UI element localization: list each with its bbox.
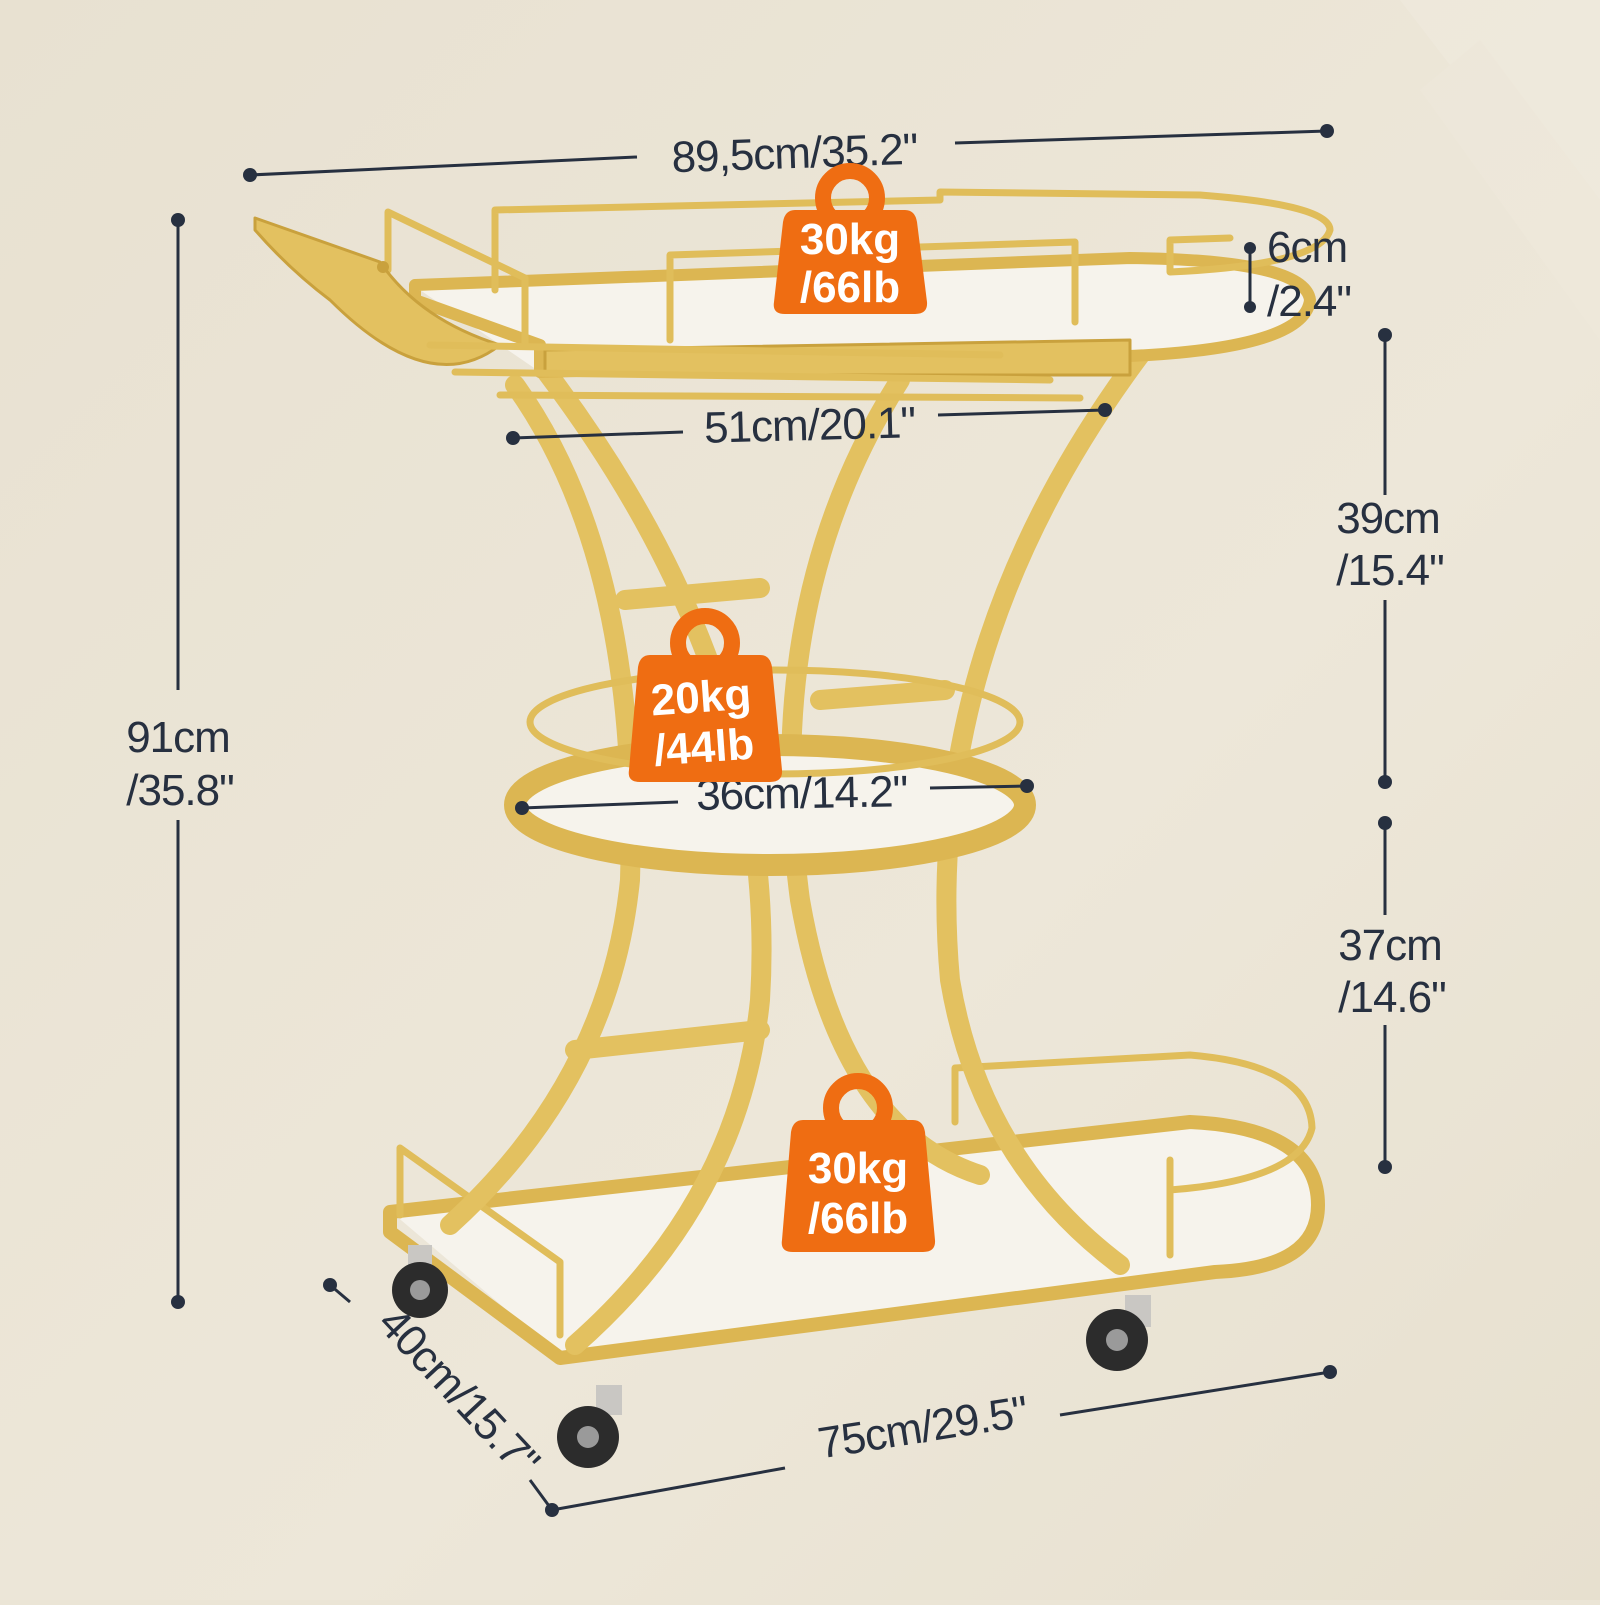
glass-rack xyxy=(426,341,1084,402)
top-depth-label: 51cm/20.1" xyxy=(703,398,915,453)
top-side-rail xyxy=(384,208,529,349)
bottom-side-rail xyxy=(396,1144,564,1339)
frame-legs xyxy=(440,345,1150,1355)
background-light-streaks xyxy=(1400,0,1600,340)
top-load-line2: /66lb xyxy=(800,263,900,312)
caster-wheels xyxy=(392,1245,1151,1468)
load-badge-top: 30kg /66lb xyxy=(773,163,928,314)
top-tray-frame xyxy=(409,252,1316,378)
load-badge-bottom: 30kg /66lb xyxy=(781,1073,936,1252)
lower-gap-label-line1: 37cm xyxy=(1338,921,1442,970)
weight-icon xyxy=(781,1073,936,1252)
bottom-load-line2: /66lb xyxy=(808,1194,908,1243)
top-width-label: 89,5cm/35.2" xyxy=(671,125,918,183)
rail-height-label-line1: 6cm xyxy=(1267,223,1347,272)
upper-gap-label-line2: /15.4" xyxy=(1336,546,1443,595)
cart-handle xyxy=(253,216,502,366)
caster-front-left xyxy=(392,1245,448,1318)
upper-gap-label-line1: 39cm xyxy=(1336,494,1440,543)
lower-gap-label-line2: /14.6" xyxy=(1338,973,1445,1022)
total-height-label-line1: 91cm xyxy=(126,713,230,762)
leg-right-front xyxy=(936,345,1150,1275)
top-gallery-rail xyxy=(491,188,1334,294)
caster-front-right xyxy=(557,1385,622,1468)
cross-strut-lower xyxy=(565,1020,770,1060)
middle-load-line1: 20kg xyxy=(649,670,752,726)
top-load-line1: 30kg xyxy=(800,215,900,264)
bottom-gallery-rail xyxy=(951,1051,1316,1259)
weight-icon xyxy=(773,163,928,314)
cross-strut-upper xyxy=(615,578,770,610)
bottom-shelf-frame xyxy=(383,1115,1325,1365)
bottom-load-line1: 30kg xyxy=(808,1144,908,1193)
load-badge-middle: 20kg /44lb xyxy=(628,608,783,782)
leg-left-front xyxy=(535,360,772,1355)
middle-load-line2: /44lb xyxy=(652,720,755,776)
rail-height-label-line2: /2.4" xyxy=(1267,277,1351,326)
cross-strut-middle xyxy=(810,680,955,710)
dimension-lines xyxy=(171,124,1392,1517)
caster-back-right xyxy=(1086,1295,1151,1371)
total-height-label-line2: /35.8" xyxy=(126,766,233,815)
weight-icon xyxy=(628,608,783,782)
leg-left-back xyxy=(440,375,641,1235)
